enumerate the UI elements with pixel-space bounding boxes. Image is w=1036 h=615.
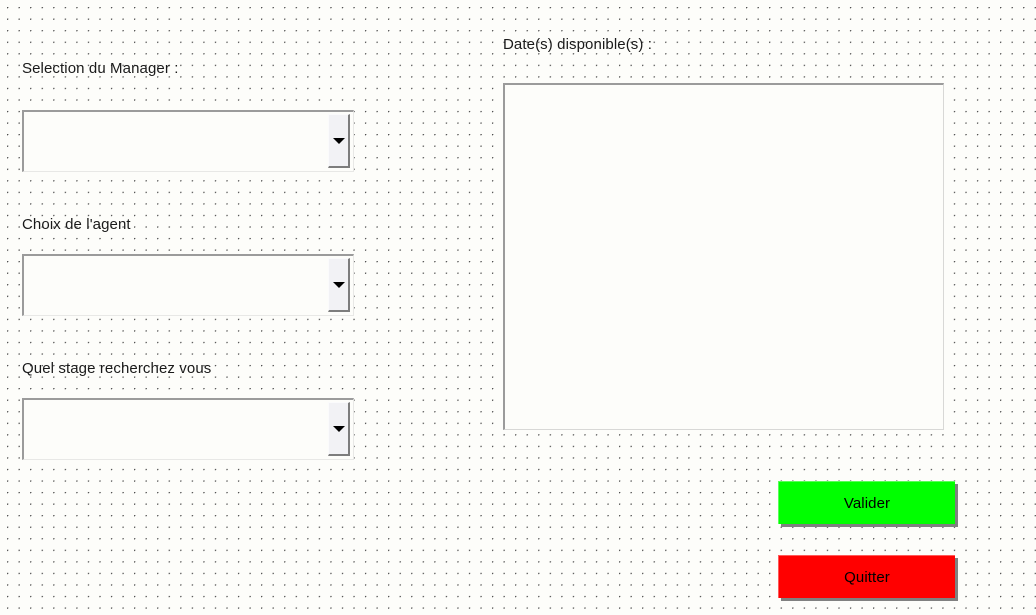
agent-combobox-dropdown-button[interactable] [328, 258, 350, 312]
stage-label: Quel stage recherchez vous [22, 360, 212, 377]
dates-available-listbox-items [505, 85, 943, 89]
stage-combobox[interactable] [22, 398, 354, 460]
agent-label: Choix de l'agent [22, 216, 131, 233]
dates-available-label: Date(s) disponible(s) : [503, 36, 653, 53]
dates-available-listbox[interactable] [503, 83, 944, 430]
valider-button[interactable]: Valider [778, 481, 955, 524]
chevron-down-icon [332, 281, 345, 288]
agent-combobox[interactable] [22, 254, 354, 316]
chevron-down-icon [332, 137, 345, 144]
chevron-down-icon [332, 425, 345, 432]
manager-label: Selection du Manager : [22, 60, 179, 77]
stage-combobox-dropdown-button[interactable] [328, 402, 350, 456]
manager-combobox[interactable] [22, 110, 354, 172]
quitter-button[interactable]: Quitter [778, 555, 955, 598]
manager-combobox-dropdown-button[interactable] [328, 114, 350, 168]
